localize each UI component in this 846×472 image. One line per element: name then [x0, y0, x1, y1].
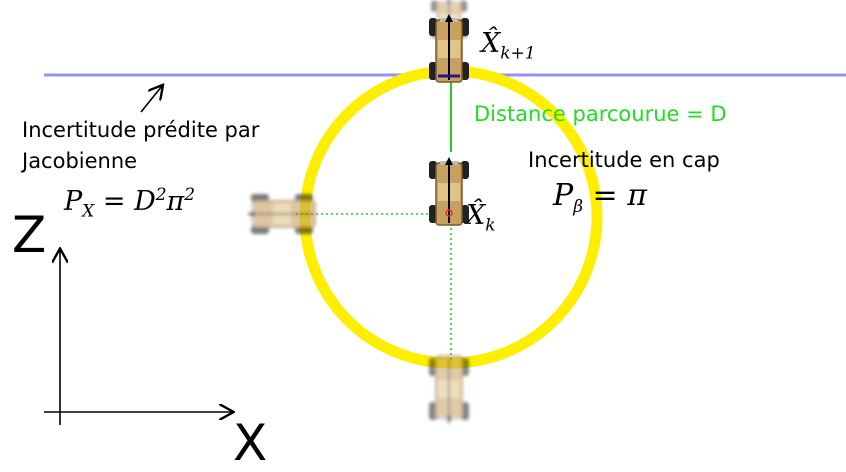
vehicle-predicted — [428, 13, 470, 83]
equation-px: PX = D2π2 — [64, 185, 196, 222]
coordinate-axes — [44, 250, 232, 425]
vehicle-current — [428, 156, 470, 226]
heading-uncertainty-label: Incertitude en cap — [528, 148, 720, 172]
jacobian-uncertainty-label-line1: Incertitude prédite par — [22, 118, 260, 142]
equation-pbeta: Pβ = π — [553, 178, 647, 217]
jacobian-uncertainty-label-line2: Jacobienne — [22, 149, 138, 173]
current-pose-marker — [445, 209, 453, 217]
ghost-vehicle-left — [246, 193, 316, 235]
label-xk: X̂k — [466, 200, 496, 236]
dotted-guides — [296, 213, 452, 360]
axis-z-label: Z — [12, 206, 47, 264]
distance-label: Distance parcourue = D — [474, 102, 727, 126]
axis-x-label: X — [233, 414, 268, 472]
label-xk-plus-1: X̂k+1 — [481, 28, 536, 64]
annotation-arrow — [140, 86, 162, 113]
ghost-vehicle-down — [428, 355, 470, 425]
